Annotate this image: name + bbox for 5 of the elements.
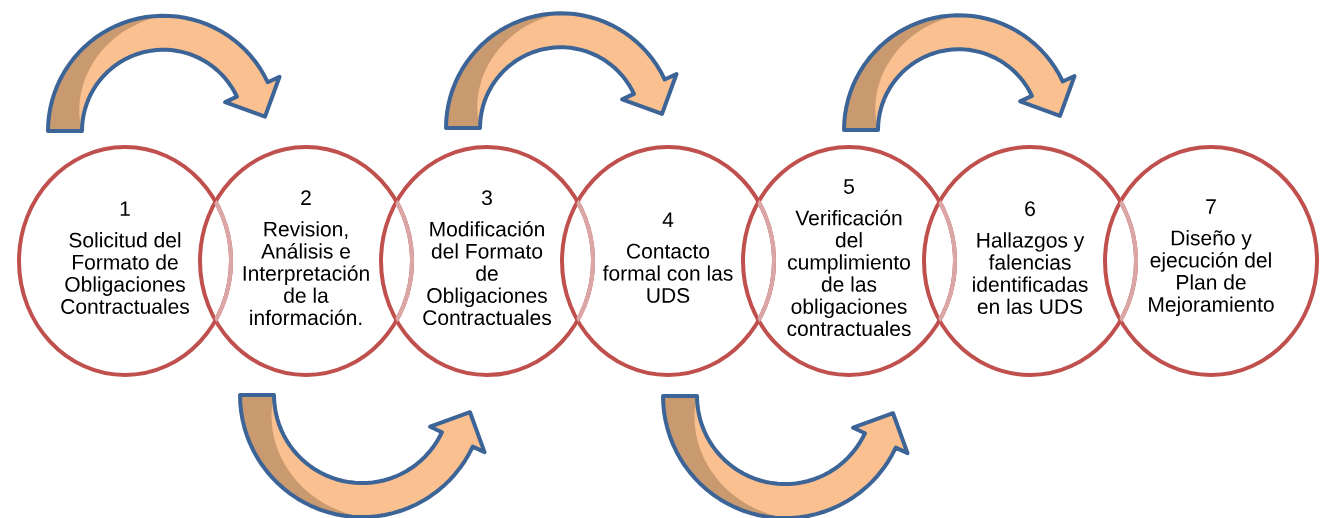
curved-arrow bbox=[661, 394, 910, 518]
curved-arrow bbox=[842, 13, 1077, 132]
curved-arrow bbox=[444, 11, 679, 130]
curved-arrow bbox=[238, 393, 487, 518]
curved-arrow bbox=[46, 13, 282, 133]
